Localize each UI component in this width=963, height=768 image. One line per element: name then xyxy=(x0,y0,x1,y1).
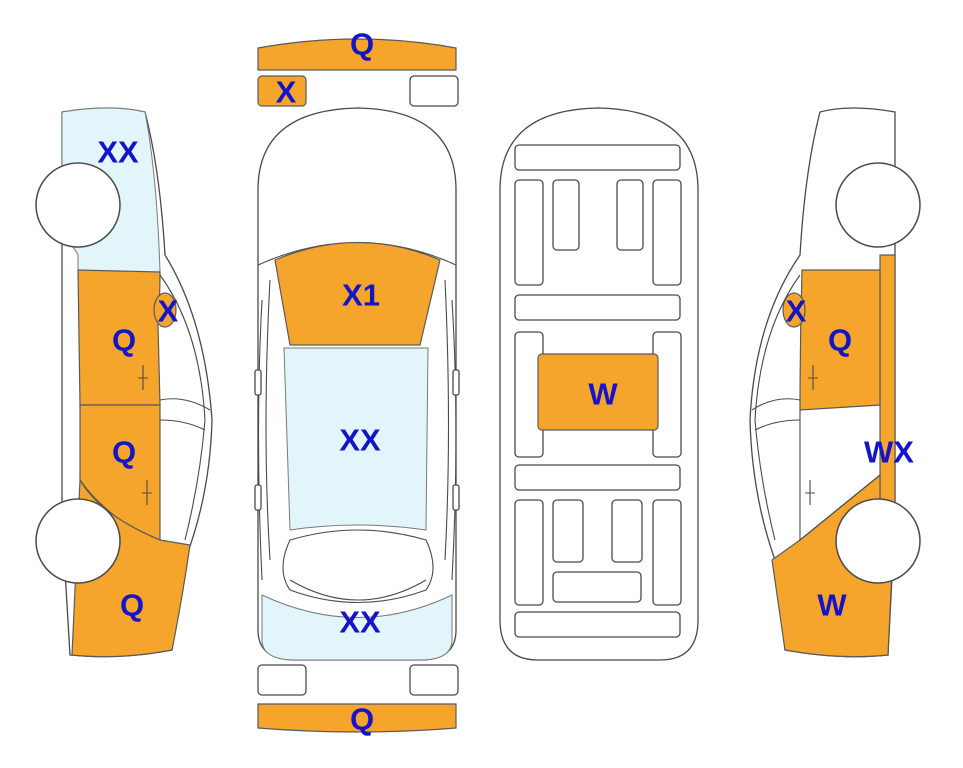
left-rear-door-handle xyxy=(142,480,152,505)
top-front-bumper-label: Q xyxy=(350,27,374,62)
top-right-pillar xyxy=(444,279,450,561)
left-rear-quarter-label: Q xyxy=(120,588,144,623)
top-rear-window-label: XX xyxy=(339,605,381,640)
top-trunk-line xyxy=(289,579,427,601)
right-pillar-label: WX xyxy=(864,435,914,470)
left-front-door-label: Q xyxy=(112,323,136,358)
left-rear-wheel xyxy=(35,498,121,584)
right-window-sill xyxy=(751,398,801,411)
top-view: Q X X1 XX XX Q xyxy=(254,27,460,737)
floor-rear-right-box xyxy=(611,499,643,563)
top-rear-right-lamp xyxy=(409,664,459,696)
left-side-view: XX X Q Q Q xyxy=(35,107,213,658)
floor-front-left-box xyxy=(552,179,580,251)
left-window-line xyxy=(159,274,206,541)
top-front-left-lamp xyxy=(257,75,307,107)
right-mirror xyxy=(782,292,806,328)
top-rear-deck xyxy=(282,529,434,604)
left-front-wheel xyxy=(35,162,121,248)
right-window-lower xyxy=(754,419,801,431)
right-front-wheel xyxy=(835,162,921,248)
left-window-sill xyxy=(159,398,211,411)
right-front-door-handle xyxy=(808,365,818,390)
top-rear-bumper-label: Q xyxy=(350,702,374,737)
top-right-door-line xyxy=(451,299,457,581)
right-mirror-label: X xyxy=(786,294,807,329)
floor-center-label: W xyxy=(588,377,618,412)
top-windshield-label: X1 xyxy=(342,278,380,313)
floor-rear-crossbar xyxy=(514,611,681,638)
top-roof-label: XX xyxy=(339,423,381,458)
floor-mid-crossbar-2 xyxy=(514,464,681,491)
top-rear-left-lamp xyxy=(257,664,307,696)
top-right-mirror xyxy=(452,369,460,396)
top-front-left-lamp-label: X xyxy=(276,75,297,110)
floor-rear-left-box xyxy=(552,499,584,563)
left-front-fender-label: XX xyxy=(97,135,139,170)
right-front-door xyxy=(799,269,881,411)
left-rear-door-label: Q xyxy=(112,435,136,470)
floor-front-right-box xyxy=(616,179,644,251)
right-side-view: X Q WX W xyxy=(749,107,921,658)
right-rear-door-handle xyxy=(805,480,815,505)
top-rear-bumper xyxy=(257,703,457,733)
right-door-edge xyxy=(799,410,881,542)
top-front-right-lamp xyxy=(409,75,459,107)
right-front-door-label: Q xyxy=(828,323,852,358)
top-windshield xyxy=(274,241,441,346)
right-window-line xyxy=(754,274,801,541)
top-left-rear-mirror xyxy=(254,484,262,511)
left-mirror-label: X xyxy=(158,294,179,329)
floor-front-left-rail xyxy=(514,179,544,286)
left-front-door-handle xyxy=(138,365,148,390)
right-rear-wheel xyxy=(835,498,921,584)
left-window-lower xyxy=(159,419,206,431)
floor-view: W xyxy=(499,107,699,661)
floor-front-right-rail xyxy=(652,179,682,286)
floor-rear-tank xyxy=(552,571,642,603)
floor-mid-crossbar-1 xyxy=(514,294,681,321)
top-right-rear-mirror xyxy=(452,484,460,511)
left-mirror xyxy=(153,292,177,328)
top-front-bumper xyxy=(257,38,457,71)
top-roof xyxy=(283,347,429,531)
top-left-door-line xyxy=(257,299,263,581)
top-left-mirror xyxy=(254,369,262,396)
right-rear-quarter-label: W xyxy=(817,588,847,623)
floor-center-panel xyxy=(537,353,659,431)
floor-rear-left-rail xyxy=(514,499,544,606)
floor-front-crossbar xyxy=(514,144,681,171)
floor-rear-right-rail xyxy=(652,499,682,606)
top-left-pillar xyxy=(265,279,271,561)
top-rear-window xyxy=(261,594,453,661)
